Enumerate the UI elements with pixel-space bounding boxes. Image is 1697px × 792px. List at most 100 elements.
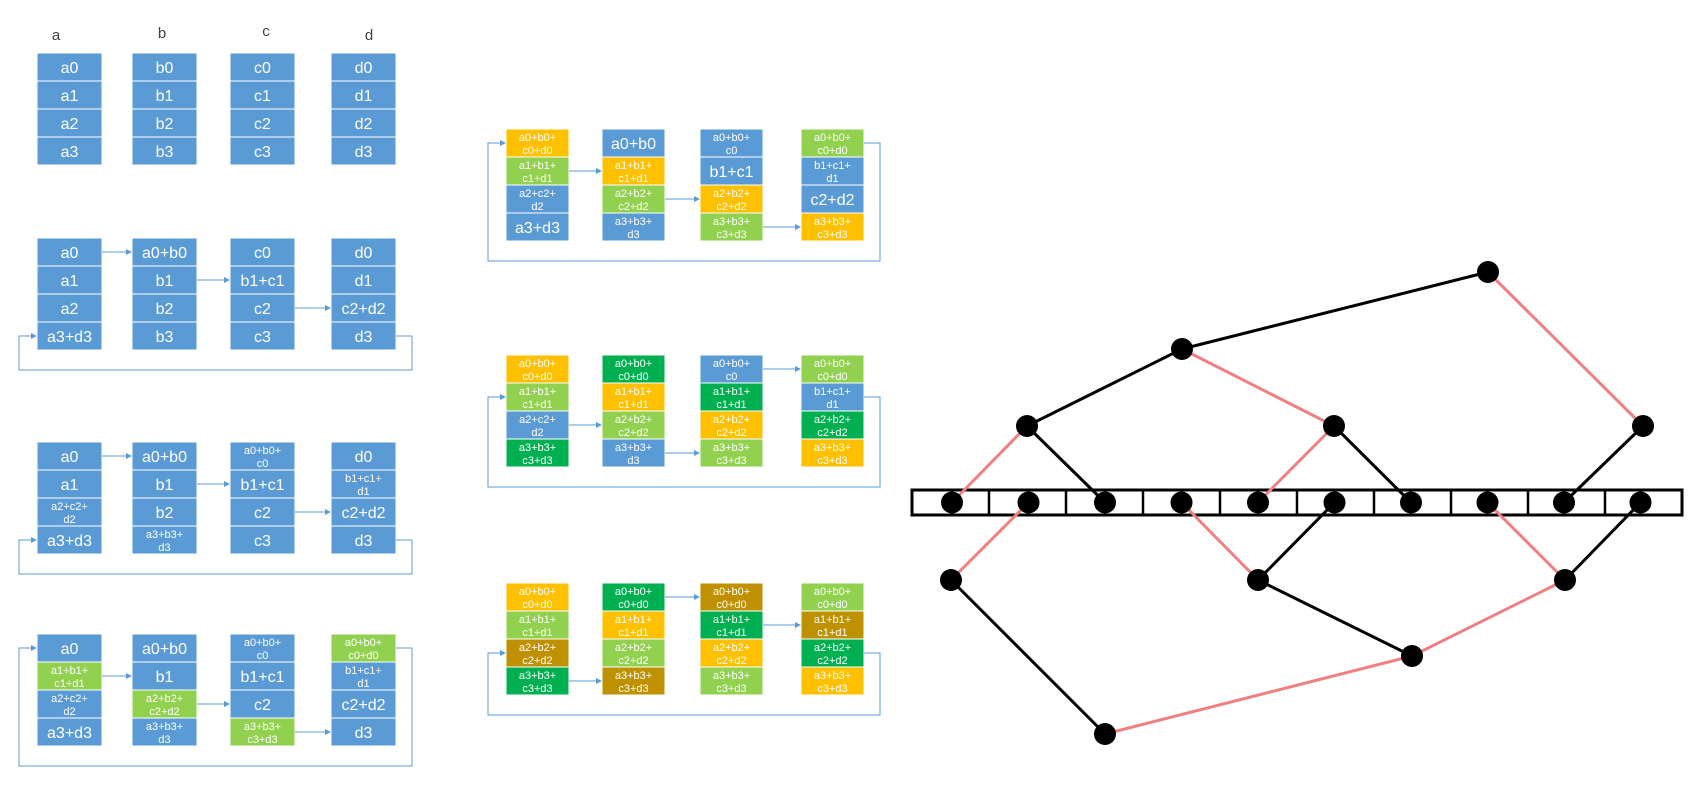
cell: d3 [330,525,397,555]
cell-label: a1 [61,477,79,494]
cell: a1+b1+c1+d1 [505,156,570,186]
cell: a3+b3+c3+d3 [800,438,865,468]
cell-box [699,638,764,668]
tree-edge [1181,270,1489,351]
wrap-arrow [487,394,881,488]
cell-label: a0+b0+c0+d0 [615,358,652,383]
cell-label: b0 [156,60,174,77]
cell-label: a0+b0+c0+d0 [519,358,556,383]
cell-label: d3 [355,533,373,550]
cell-label: a3+b3+c3+d3 [519,442,556,467]
cell-label: a0+b0 [611,136,656,153]
tree-node [1401,645,1423,667]
tree-edge [1026,347,1183,428]
cell-box [601,666,666,696]
cell: a3+b3+c3+d3 [699,438,764,468]
tree-node [1171,338,1193,360]
step-arrows [18,140,881,767]
cell: d1 [330,265,397,295]
cell-label: d3 [355,144,373,161]
cell-label: d1 [355,88,373,105]
memory-array [910,488,1684,517]
cell-box [800,438,865,468]
cell-box [36,689,103,719]
cell-box [330,293,397,323]
cell-box [699,128,764,158]
cell: b0 [131,52,198,82]
cell-box [36,293,103,323]
cell: a1+b1+c1+d1 [505,382,570,412]
cell: a0+b0+c0+d0 [800,582,865,612]
cell-box [699,610,764,640]
cell-box [505,382,570,412]
cell: c2 [229,689,296,719]
cell: a0+b0+c0+d0 [699,582,764,612]
cell-label: b2 [156,116,174,133]
cell-box [505,410,570,440]
cell-label: a2 [61,116,79,133]
tree-node [1553,491,1575,514]
cell: a1 [36,469,103,499]
cell-box [505,212,570,242]
cell: a0+b0+c0+d0 [800,354,865,384]
cell: c0 [229,237,296,267]
cell-label: a0+b0+c0+d0 [519,586,556,611]
step-arrows-5 [487,140,881,262]
cell-label: d3 [355,329,373,346]
cell-box [131,80,198,110]
cell: a3+b3+c3+d3 [601,666,666,696]
cell: c3 [229,525,296,555]
tree-edge [1025,424,1107,504]
cell: a0+b0+c0 [699,354,764,384]
tree-edge [1180,501,1260,582]
column-label-c: c [262,23,270,40]
cell: b1 [131,661,198,691]
cell-box [229,497,296,527]
cell: a0+b0+c0+d0 [505,354,570,384]
cell-box [800,410,865,440]
cell-box [131,441,198,471]
wrap-arrow [18,537,413,575]
cell-label: a1 [61,88,79,105]
cell: a1+b1+c1+d1 [601,382,666,412]
cell-label: c2+d2 [341,505,385,522]
wrap-arrow [18,333,413,371]
cell-label: b1+c1 [240,477,284,494]
cell: a0+b0+c0 [229,441,296,471]
tree-edges [949,270,1645,736]
cell-box [36,80,103,110]
cell: b1+c1+d1 [800,156,865,186]
cell-label: c2+d2 [810,192,854,209]
tree-node [1323,415,1345,437]
cell: c2+d2 [330,497,397,527]
cell-label: a1+b1+c1+d1 [713,614,750,639]
cell-box [601,184,666,214]
cell: c2+d2 [330,293,397,323]
cell-box [131,293,198,323]
cell-label: b2 [156,505,174,522]
step-arrows-7 [487,594,881,716]
cell-box [36,321,103,351]
tree-node [1017,491,1040,514]
step-arrows-2 [18,249,413,371]
cell-label: c3 [254,533,271,550]
wrap-arrow [487,650,881,716]
cell: d3 [330,717,397,747]
cell-box [131,265,198,295]
cell-label: a3+b3+c3+d3 [713,670,750,695]
cell-label: a0+b0+c0+d0 [615,586,652,611]
cell-box [505,610,570,640]
cell: d1 [330,80,397,110]
cell-label: a0+b0 [142,641,187,658]
tree-edge [950,424,1029,504]
cell-box [131,469,198,499]
cell-box [131,321,198,351]
cell: a3+b3+c3+d3 [505,438,570,468]
cell-label: a0+b0+c0+d0 [814,586,851,611]
step-panels: a0a1a2a3b0b1b2b3c0c1c2c3d0d1d2d3a0a1a2a3… [36,52,865,747]
column-label-b: b [158,25,166,42]
cell-box [229,689,296,719]
step-panel-4: a0a1+b1+c1+d1a2+c2+d2a3+d3a0+b0b1a2+b2+c… [36,633,397,747]
cell-label: c1 [254,88,271,105]
cell: c3 [229,321,296,351]
